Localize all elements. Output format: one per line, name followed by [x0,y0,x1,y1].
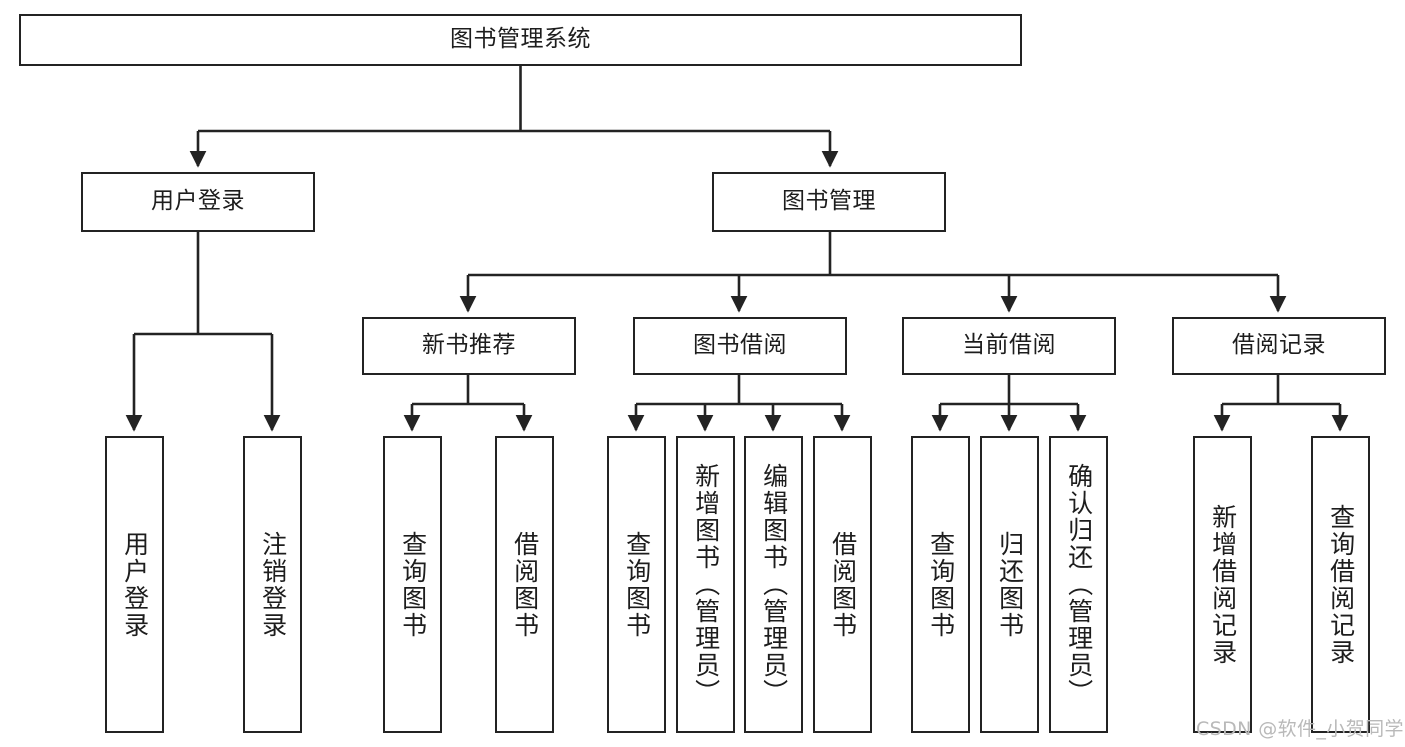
node-leaf-edit-book[interactable]: 编辑图书（管理员） [744,436,803,733]
node-leaf-query-book-3[interactable]: 查询图书 [911,436,970,733]
node-leaf-query-book-1-label: 查询图书 [398,530,428,639]
node-leaf-user-logout-label: 注销登录 [258,530,288,639]
node-leaf-query-book-1[interactable]: 查询图书 [383,436,442,733]
node-leaf-edit-book-label: 编辑图书（管理员） [759,463,789,706]
node-new-book-rec-label: 新书推荐 [422,332,516,359]
node-root-label: 图书管理系统 [450,26,591,53]
node-borrow-record[interactable]: 借阅记录 [1172,317,1386,375]
node-book-borrow-label: 图书借阅 [693,332,787,359]
node-leaf-add-record[interactable]: 新增借阅记录 [1193,436,1252,733]
node-leaf-borrow-book-2[interactable]: 借阅图书 [813,436,872,733]
node-current-borrow-label: 当前借阅 [962,332,1056,359]
node-leaf-user-login[interactable]: 用户登录 [105,436,164,733]
node-book-borrow[interactable]: 图书借阅 [633,317,847,375]
node-leaf-user-logout[interactable]: 注销登录 [243,436,302,733]
node-leaf-query-book-2[interactable]: 查询图书 [607,436,666,733]
node-leaf-confirm-return[interactable]: 确认归还（管理员） [1049,436,1108,733]
node-leaf-borrow-book-1-label: 借阅图书 [510,530,540,639]
node-leaf-add-record-label: 新增借阅记录 [1208,503,1238,666]
node-leaf-user-login-label: 用户登录 [120,530,150,639]
node-leaf-add-book-label: 新增图书（管理员） [691,463,721,706]
node-user-login[interactable]: 用户登录 [81,172,315,232]
node-current-borrow[interactable]: 当前借阅 [902,317,1116,375]
node-leaf-query-book-3-label: 查询图书 [926,530,956,639]
node-borrow-record-label: 借阅记录 [1232,332,1326,359]
node-book-manage-label: 图书管理 [782,188,876,215]
node-root[interactable]: 图书管理系统 [19,14,1022,66]
node-user-login-label: 用户登录 [151,188,245,215]
node-leaf-borrow-book-1[interactable]: 借阅图书 [495,436,554,733]
node-leaf-return-book-label: 归还图书 [995,530,1025,639]
node-leaf-add-book[interactable]: 新增图书（管理员） [676,436,735,733]
node-book-manage[interactable]: 图书管理 [712,172,946,232]
node-leaf-borrow-book-2-label: 借阅图书 [828,530,858,639]
node-leaf-return-book[interactable]: 归还图书 [980,436,1039,733]
node-new-book-rec[interactable]: 新书推荐 [362,317,576,375]
node-leaf-query-record-label: 查询借阅记录 [1326,503,1356,666]
node-leaf-query-book-2-label: 查询图书 [622,530,652,639]
node-leaf-confirm-return-label: 确认归还（管理员） [1064,463,1094,706]
watermark-text: CSDN @软件_小贺同学 [1196,718,1404,740]
node-leaf-query-record[interactable]: 查询借阅记录 [1311,436,1370,733]
